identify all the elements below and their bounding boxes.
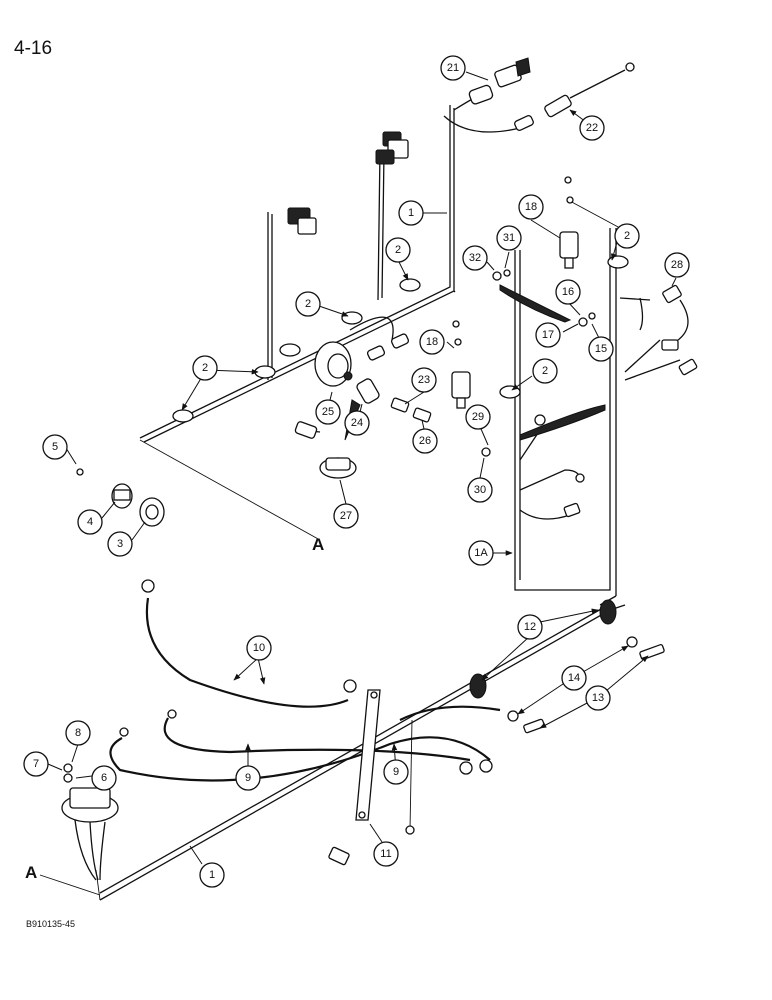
sensor-18-upper [559,176,579,269]
callout-32: 32 [462,245,488,271]
svg-text:17: 17 [542,329,554,341]
callout-18-lower: 18 [419,329,445,355]
callout-9-left: 9 [235,765,261,791]
callout-21: 21 [440,55,466,81]
callout-15: 15 [588,336,614,362]
svg-text:9: 9 [245,772,251,784]
callout-2-e: 2 [192,355,218,381]
svg-text:1A: 1A [474,547,488,559]
svg-text:31: 31 [503,232,515,244]
connector-28 [639,284,698,376]
callout-3: 3 [107,531,133,557]
callout-2-a: 2 [385,237,411,263]
upper-harness [139,105,681,606]
callout-17: 17 [535,322,561,348]
svg-text:3: 3 [117,538,123,550]
svg-text:24: 24 [351,417,363,429]
callout-9-right: 9 [383,759,409,785]
callout-30: 30 [467,477,493,503]
ring-terminals [534,414,585,518]
callout-24: 24 [344,410,370,436]
svg-text:32: 32 [469,252,481,264]
svg-text:9: 9 [393,766,399,778]
section-mark-upper: A [312,535,324,554]
callout-13: 13 [585,685,611,711]
callout-14: 14 [561,665,587,691]
callout-1A: 1A [468,540,494,566]
hardware-small [76,269,606,476]
svg-text:29: 29 [472,411,484,423]
section-mark-lower: A [25,863,37,882]
callout-6: 6 [91,765,117,791]
callout-4: 4 [77,509,103,535]
svg-text:2: 2 [542,365,548,377]
svg-text:15: 15 [595,343,607,355]
svg-text:4: 4 [87,516,93,528]
svg-text:26: 26 [419,435,431,447]
svg-text:2: 2 [395,244,401,256]
switch-27 [294,421,357,479]
svg-text:18: 18 [426,336,438,348]
top-connectors [287,131,409,235]
svg-text:2: 2 [624,230,630,242]
callout-31: 31 [496,225,522,251]
svg-text:1: 1 [408,207,414,219]
callout-2-d: 2 [532,358,558,384]
svg-text:18: 18 [525,201,537,213]
callout-2-c: 2 [295,291,321,317]
callout-23: 23 [411,367,437,393]
callout-10: 10 [246,635,272,661]
svg-text:8: 8 [75,727,81,739]
figure-code: B910135-45 [26,919,76,929]
horn-25 [314,316,410,387]
svg-text:21: 21 [447,62,459,74]
callout-25: 25 [315,399,341,425]
svg-text:23: 23 [418,374,430,386]
callout-1-bottom: 1 [199,862,225,888]
sender-21 [453,57,531,111]
callout-12: 12 [517,614,543,640]
svg-text:25: 25 [322,406,334,418]
lower-harness [39,579,665,901]
callout-18-upper: 18 [518,194,544,220]
sender-22 [443,62,635,133]
callout-7: 7 [23,751,49,777]
svg-text:6: 6 [101,772,107,784]
switch-3 [139,497,165,527]
page-number: 4-16 [14,38,53,59]
callout-16: 16 [555,279,581,305]
fittings-23-26 [390,397,432,423]
svg-text:12: 12 [524,621,536,633]
svg-text:14: 14 [568,672,580,684]
svg-text:2: 2 [202,362,208,374]
callout-11: 11 [373,841,399,867]
callout-29: 29 [465,404,491,430]
svg-text:1: 1 [209,869,215,881]
svg-text:16: 16 [562,286,574,298]
svg-text:10: 10 [253,642,265,654]
callout-22: 22 [579,115,605,141]
svg-text:30: 30 [474,484,486,496]
callout-28: 28 [664,252,690,278]
callout-8: 8 [65,720,91,746]
callout-2-b: 2 [614,223,640,249]
callout-1-top: 1 [398,200,424,226]
callout-27: 27 [333,503,359,529]
svg-text:2: 2 [305,298,311,310]
svg-text:22: 22 [586,122,598,134]
callout-26: 26 [412,428,438,454]
callout-5: 5 [42,434,68,460]
svg-text:7: 7 [33,758,39,770]
svg-text:27: 27 [340,510,352,522]
switch-4 [111,483,133,509]
svg-text:11: 11 [380,848,391,860]
svg-text:13: 13 [592,692,604,704]
svg-text:28: 28 [671,259,683,271]
svg-text:5: 5 [52,441,58,453]
sensor-18-lower [451,320,471,409]
